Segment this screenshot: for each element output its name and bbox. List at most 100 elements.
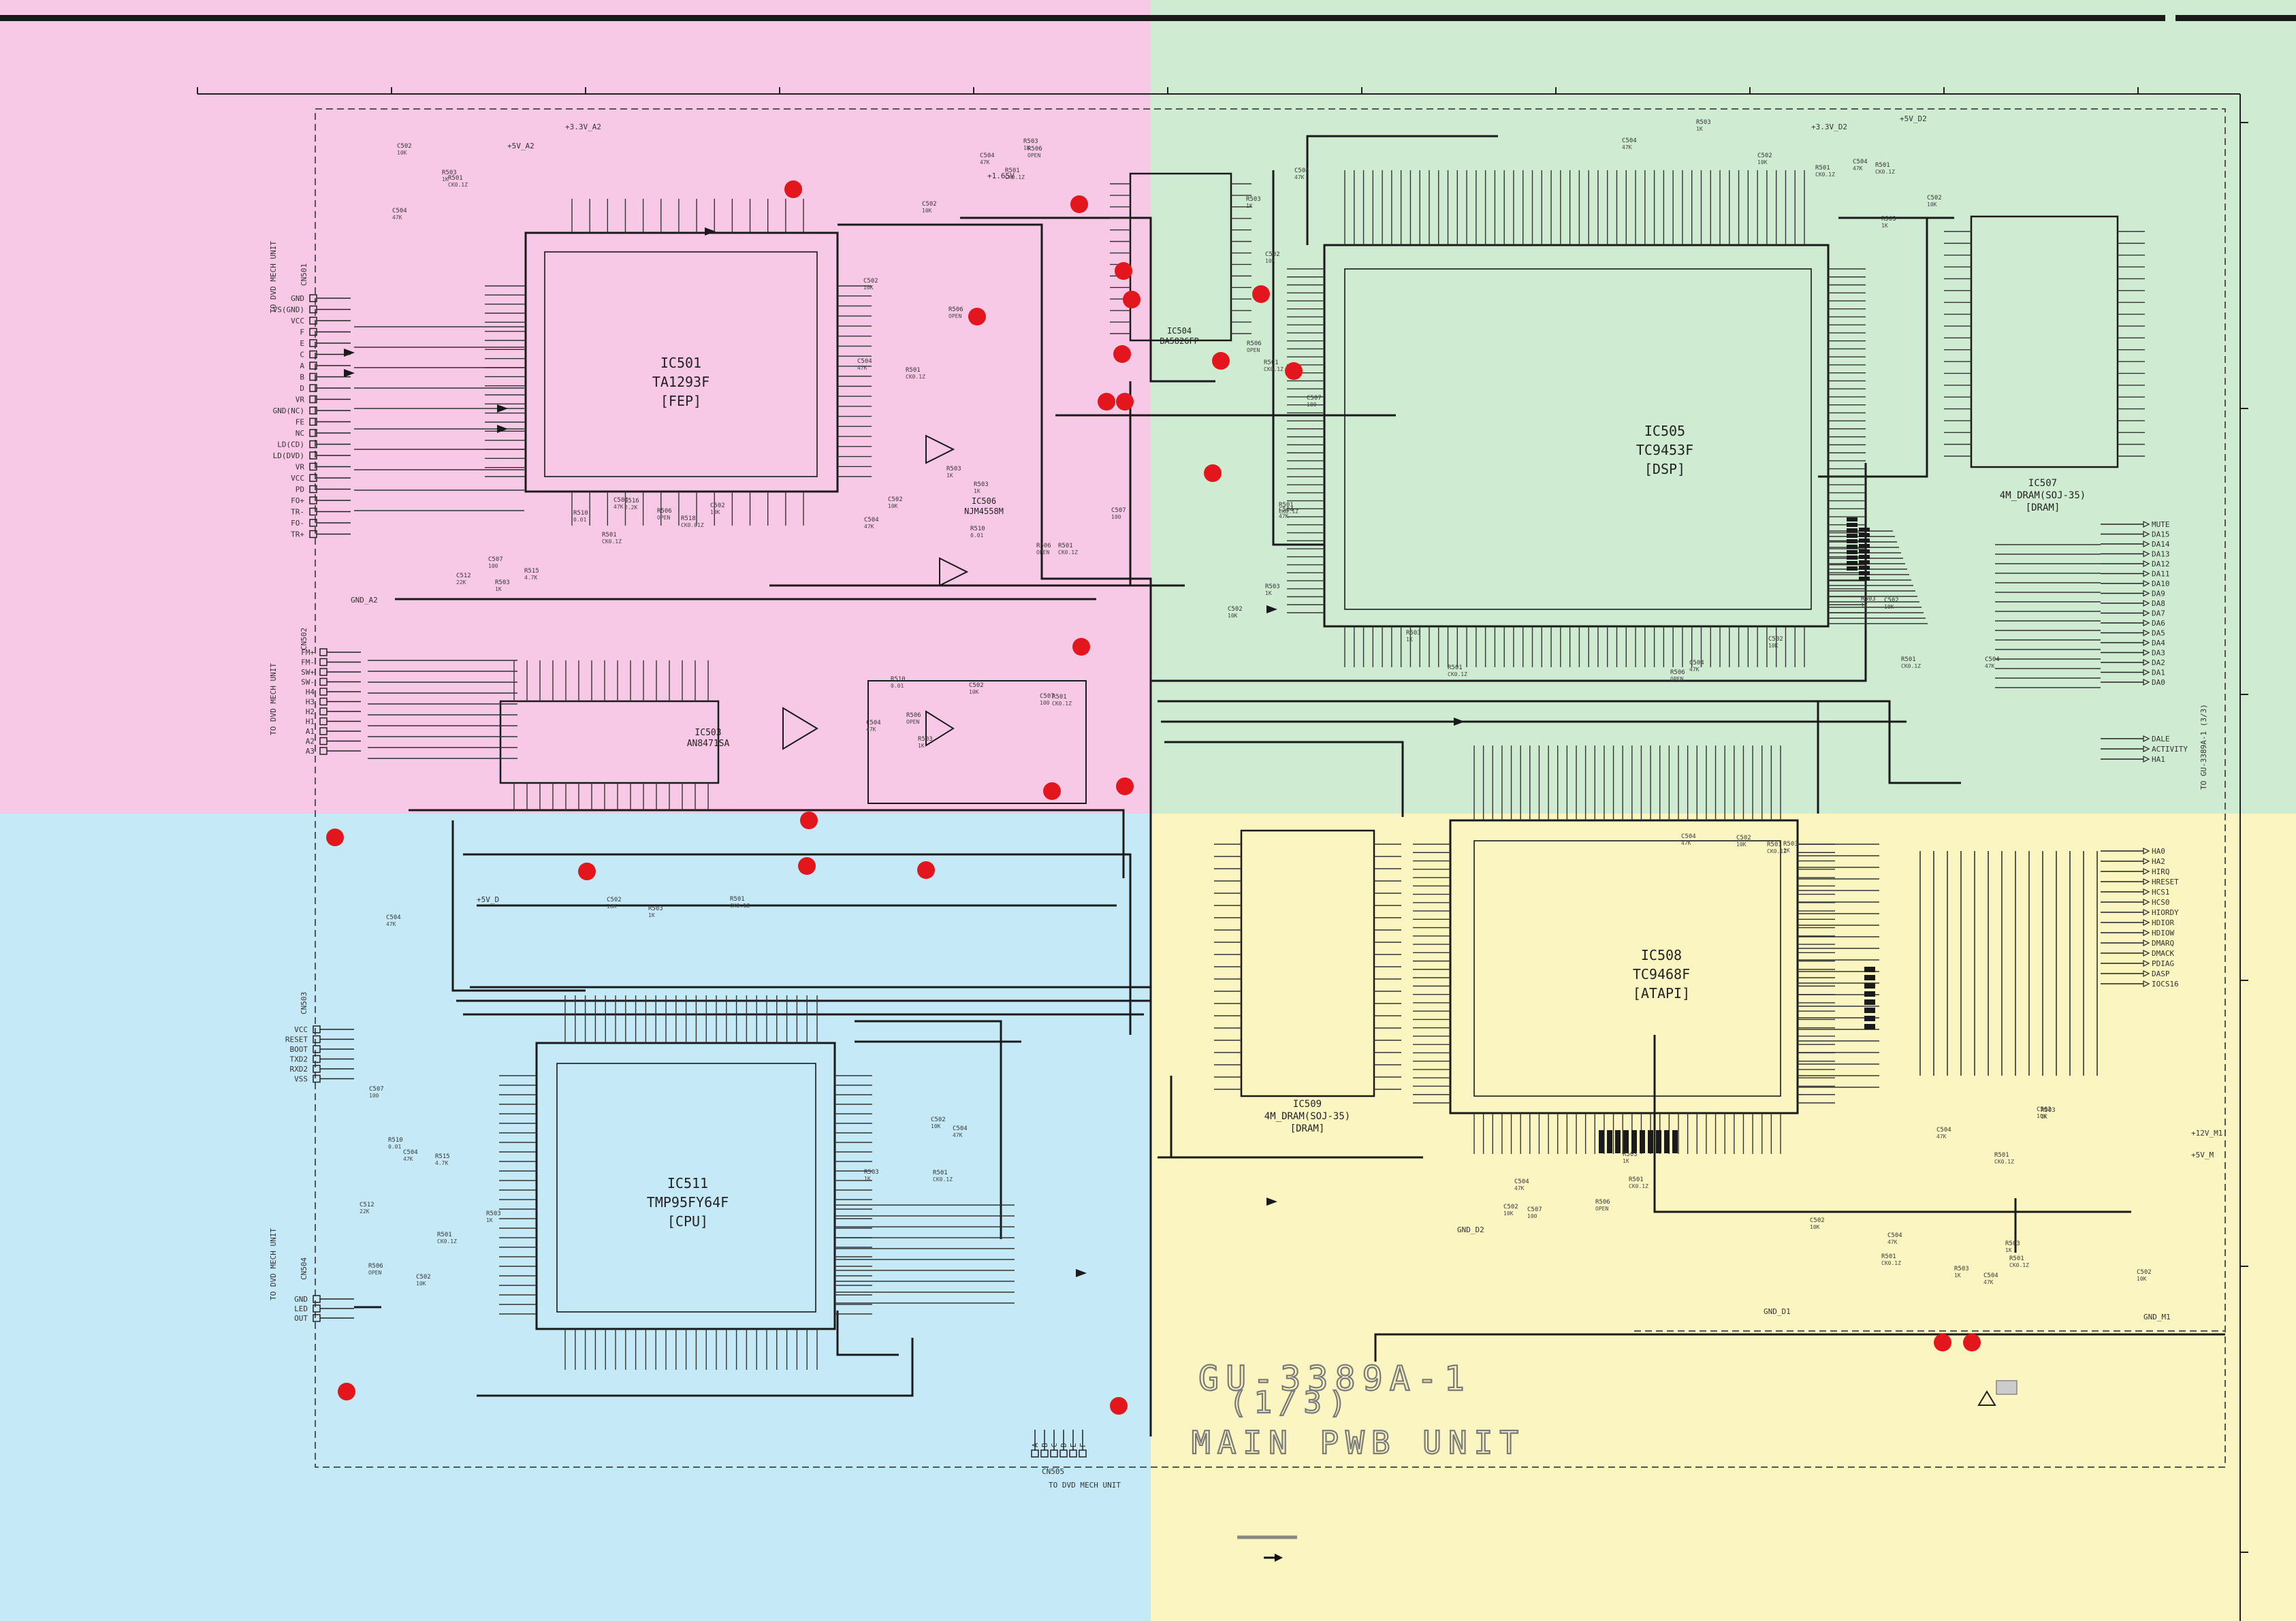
top-border-right [2175, 15, 2296, 21]
red-marker [1072, 638, 1090, 656]
component-ref: C502 [397, 143, 412, 150]
component-ref: R503 [1023, 138, 1038, 145]
component-ref: R503 [1861, 596, 1876, 603]
ic501-role: [FEP] [660, 393, 701, 409]
opamp-block [782, 434, 1087, 804]
ic501-part: TA1293F [652, 374, 709, 390]
component-value: 1K [1246, 203, 1253, 209]
component-ref: R503 [442, 170, 457, 176]
component-value: 10K [397, 150, 407, 156]
component-ref: R503 [864, 1169, 879, 1176]
connector-pin-label: LED [294, 1304, 308, 1313]
signal-label: HDIOR [2152, 918, 2174, 927]
component-ref: R518 [681, 515, 696, 522]
component-ref: C502 [888, 496, 903, 503]
connector-pin-label: A [1031, 1443, 1040, 1447]
signal-label: DA13 [2152, 550, 2170, 559]
component-ref: R501 [933, 1170, 948, 1176]
component-ref: C502 [416, 1274, 431, 1281]
component-ref: C504 [980, 153, 995, 159]
connector-pin [313, 1065, 321, 1073]
cn502-note: TO DVD MECH UNIT [269, 663, 278, 735]
component-value: CK0.01Z [681, 522, 704, 528]
component-value: 100 [1111, 514, 1121, 520]
component-value: 1K [1881, 223, 1888, 229]
component-value: OPEN [368, 1270, 381, 1276]
component-value: 47K [1983, 1279, 1994, 1285]
component-value: 10K [1884, 604, 1894, 610]
connector-pin-label: H1 [306, 718, 315, 726]
component-value: 10K [1736, 841, 1747, 848]
component-value: CK0.1Z [906, 374, 925, 380]
connector-pin-label: B [300, 373, 304, 382]
component-value: CK0.1Z [1629, 1183, 1648, 1189]
signal-label: DA10 [2152, 579, 2170, 588]
cn501-name: CN501 [300, 263, 308, 286]
component-value: 47K [1689, 667, 1700, 673]
connector-pin [319, 717, 328, 726]
component-ref: C504 [1887, 1232, 1902, 1239]
component-value: 47K [613, 504, 624, 510]
component-ref: R503 [1406, 630, 1421, 637]
component-ref: R501 [1058, 543, 1073, 549]
red-marker [1252, 285, 1270, 303]
component-value: 47K [953, 1132, 963, 1138]
component-value: 47K [1514, 1185, 1525, 1191]
component-value: 1K [2041, 1114, 2047, 1120]
signal-label: DA8 [2152, 599, 2165, 608]
component-ref: R501 [1052, 694, 1067, 701]
component-ref: C504 [1622, 138, 1637, 144]
red-marker [1123, 291, 1141, 308]
component-ref: C502 [2137, 1269, 2152, 1276]
red-marker [1116, 393, 1134, 411]
component-ref: C504 [403, 1149, 418, 1156]
component-value: OPEN [1670, 676, 1683, 682]
connector-pin [319, 658, 328, 667]
connector-pin [313, 1025, 321, 1033]
component-value: OPEN [1036, 549, 1049, 556]
connector-pin [1040, 1449, 1049, 1458]
component-value: 4.7K [524, 575, 537, 581]
component-value: 10K [922, 208, 932, 214]
component-ref: C504 [1514, 1178, 1529, 1185]
component-ref: R501 [1279, 502, 1294, 509]
ic507-block [1970, 215, 2119, 468]
signal-label: HRESET [2152, 878, 2179, 886]
connector-cn501: GNDVS(GND)VCCFECABDVRGND(NC)FENCLD(CD)LD… [273, 294, 351, 539]
component-ref: R501 [906, 367, 921, 374]
component-value: CK0.1Z [730, 903, 750, 909]
component-value: CK0.1Z [1881, 1260, 1901, 1266]
component-value: OPEN [1595, 1206, 1608, 1212]
component-value: CK0.1Z [448, 182, 468, 188]
connector-pin-label: BOOT [290, 1045, 308, 1054]
component-ref: C504 [864, 517, 879, 524]
component-value: 10K [969, 689, 979, 695]
component-ref: R503 [1954, 1266, 1969, 1272]
connector-pin-label: VR [296, 463, 305, 472]
connector-pin-label: VS(GND) [273, 306, 304, 315]
component-value: 10K [1810, 1224, 1820, 1230]
component-ref: R515 [435, 1153, 450, 1160]
connector-pin-label: A [300, 362, 304, 370]
component-value: 22K [360, 1208, 370, 1215]
component-value: 100 [488, 563, 498, 569]
component-ref: C502 [863, 278, 878, 285]
red-marker [1113, 345, 1131, 363]
component-value: 1K [1623, 1158, 1629, 1164]
component-ref: C502 [1736, 835, 1751, 841]
component-value: 22K [456, 579, 466, 585]
rail-5v-d: +5V_D [477, 895, 499, 904]
connector-pin-label: FO- [291, 519, 304, 528]
component-ref: R501 [2009, 1255, 2024, 1262]
cn502-name: CN502 [300, 628, 308, 650]
component-value: 0.01 [891, 683, 904, 689]
component-value: 0.01 [573, 517, 586, 523]
cn504-note: TO DVD MECH UNIT [269, 1228, 278, 1300]
ic509-part: 4M_DRAM(SOJ-35) [1264, 1111, 1350, 1122]
component-ref: R501 [437, 1232, 452, 1238]
connector-pin [1050, 1449, 1058, 1458]
signal-label: DA5 [2152, 629, 2165, 638]
component-ref: C504 [1936, 1127, 1951, 1134]
